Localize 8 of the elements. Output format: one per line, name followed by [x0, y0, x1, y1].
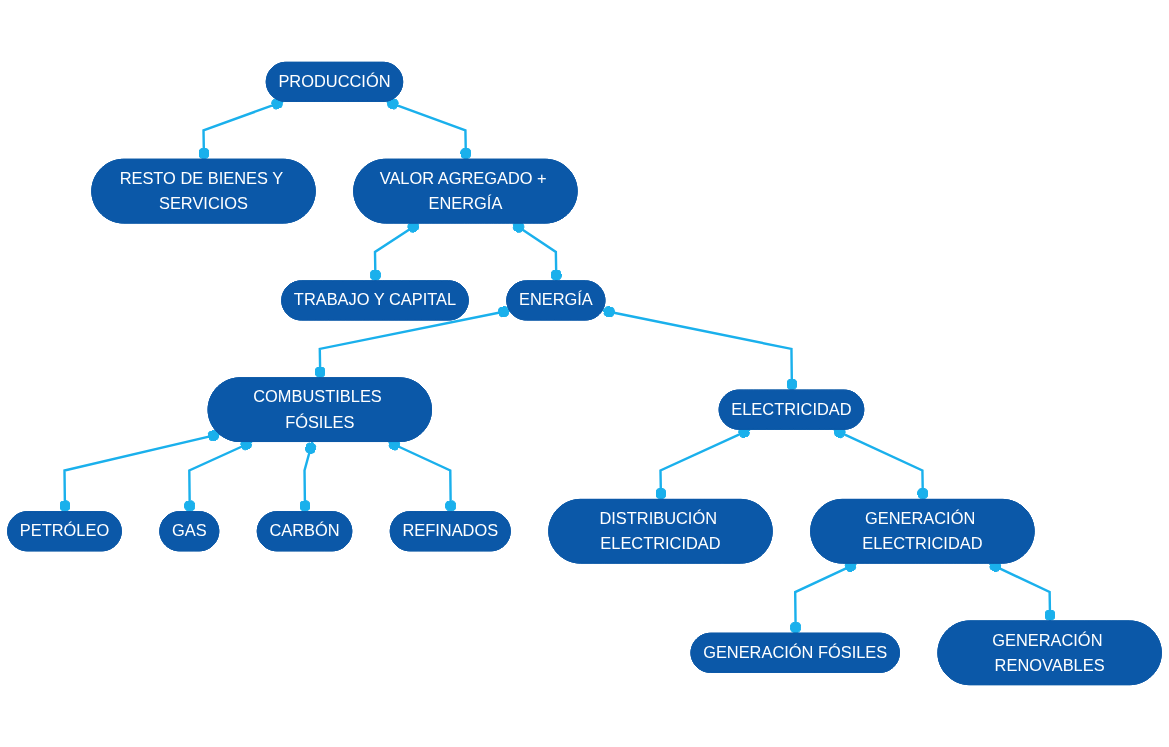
connector [369, 221, 420, 282]
connector [314, 305, 511, 379]
connector [602, 305, 798, 391]
connector [198, 97, 284, 160]
connector [299, 441, 317, 513]
connector [386, 97, 472, 160]
connector [59, 429, 220, 513]
connector [512, 221, 563, 282]
